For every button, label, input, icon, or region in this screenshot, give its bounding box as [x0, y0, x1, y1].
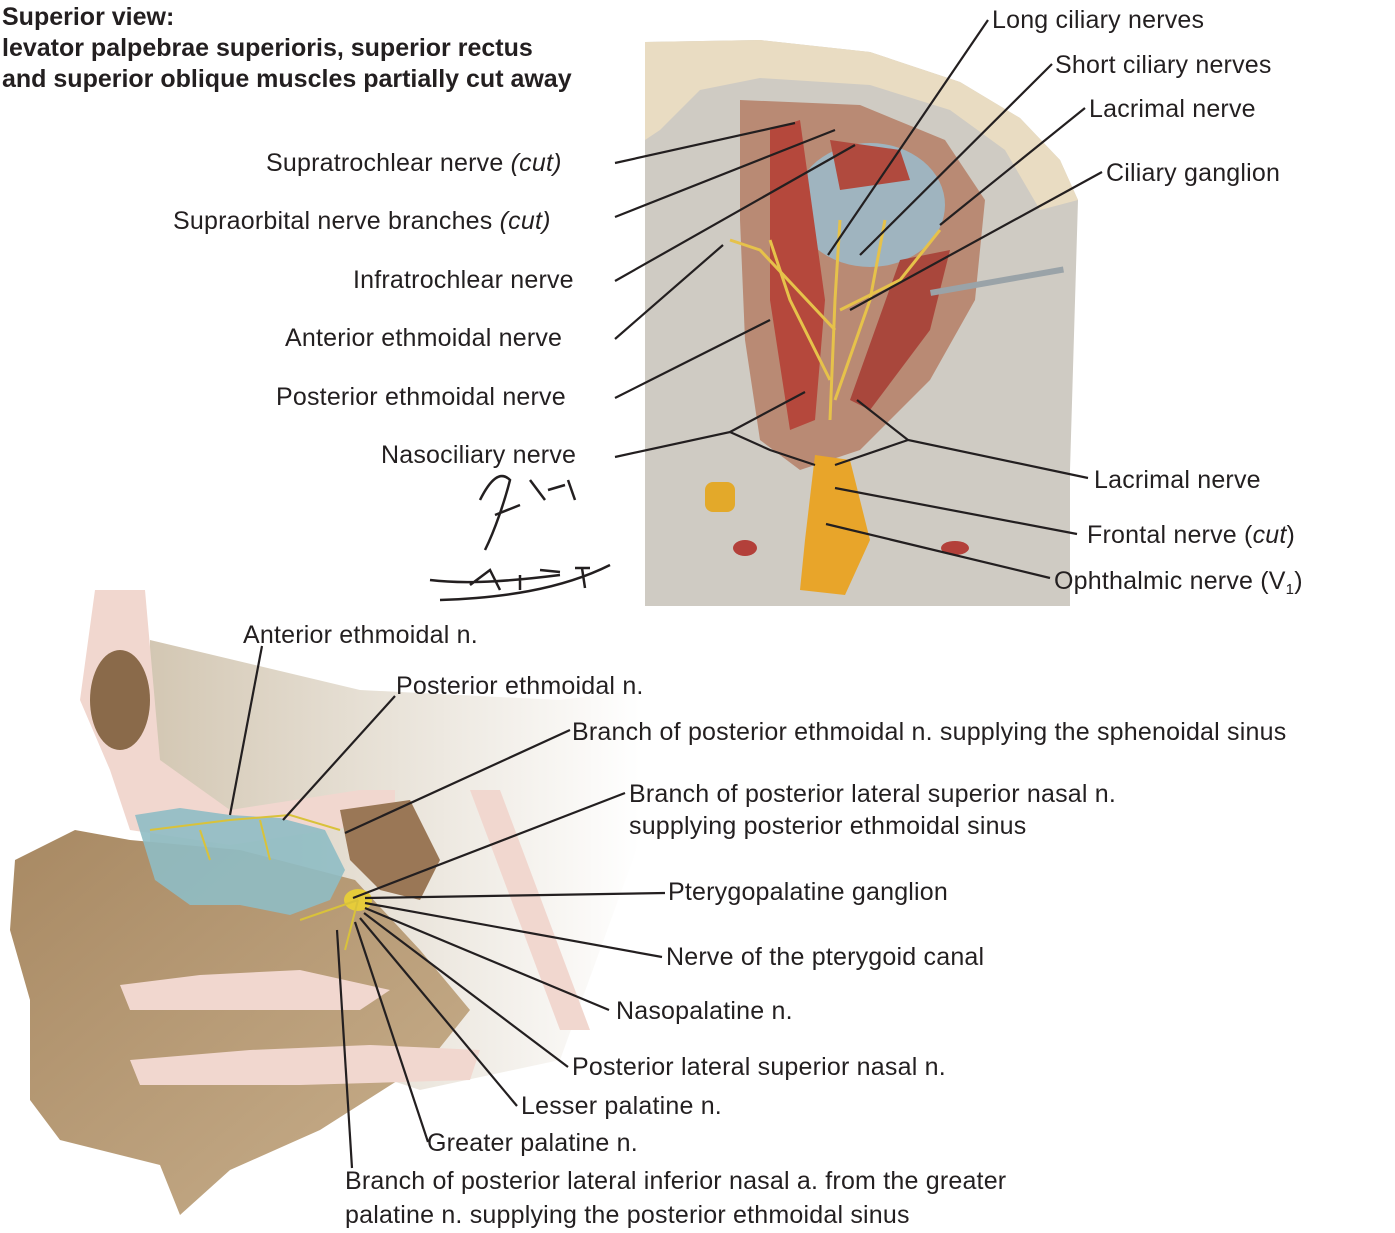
label-posterior-ethmoidal: Posterior ethmoidal nerve	[276, 383, 566, 411]
label-branch-inferior-1: Branch of posterior lateral inferior nas…	[345, 1167, 1007, 1195]
label-ophthalmic: Ophthalmic nerve (V1)	[1054, 567, 1303, 598]
middle-concha	[120, 970, 390, 1010]
frontal-sinus	[90, 650, 150, 750]
frontal-bone-section	[80, 590, 395, 845]
label-branch-post-lat-sup-2: supplying posterior ethmoidal sinus	[629, 812, 1027, 840]
label-lacrimal-bottom: Lacrimal nerve	[1094, 466, 1261, 494]
label-infratrochlear: Infratrochlear nerve	[353, 266, 574, 294]
label-anterior-ethmoidal-n: Anterior ethmoidal n.	[243, 621, 478, 649]
label-frontal: Frontal nerve (cut)	[1087, 521, 1296, 549]
label-nasopalatine: Nasopalatine n.	[616, 997, 793, 1025]
netter-signature	[478, 474, 577, 551]
levator-muscle	[770, 120, 825, 430]
swift-signature	[429, 563, 611, 602]
label-long-ciliary: Long ciliary nerves	[992, 6, 1205, 34]
nasal-illustration	[10, 590, 640, 1215]
label-posterior-ethmoidal-n: Posterior ethmoidal n.	[396, 672, 644, 700]
nasal-nerve-branches	[149, 813, 359, 951]
label-lesser-palatine: Lesser palatine n.	[521, 1092, 722, 1120]
lateral-rectus-muscle	[850, 250, 950, 410]
posterior-wall-section	[470, 790, 590, 1030]
label-pterygopalatine-ganglion: Pterygopalatine ganglion	[668, 878, 949, 906]
ethmoid-air-cells	[135, 808, 345, 915]
label-nasociliary: Nasociliary nerve	[381, 441, 577, 469]
cut-artery-1	[733, 540, 757, 556]
ophthalmic-nerve-trunk	[800, 455, 870, 595]
artist-signatures	[429, 474, 611, 602]
bony-canal-plug	[705, 482, 735, 512]
title-line-2: levator palpebrae superioris, superior r…	[2, 34, 533, 62]
label-post-lat-sup-nasal: Posterior lateral superior nasal n.	[572, 1053, 946, 1081]
superior-oblique-muscle	[830, 140, 910, 190]
label-short-ciliary: Short ciliary nerves	[1055, 51, 1272, 79]
label-branch-inferior-2: palatine n. supplying the posterior ethm…	[345, 1201, 910, 1229]
label-branch-sphenoidal: Branch of posterior ethmoidal n. supplyi…	[572, 718, 1287, 746]
retractor-instrument	[929, 266, 1064, 296]
label-lacrimal-top: Lacrimal nerve	[1089, 95, 1256, 123]
leader-lines	[228, 19, 1103, 1169]
label-greater-palatine: Greater palatine n.	[427, 1129, 638, 1157]
figure-title: Superior view: levator palpebrae superio…	[2, 2, 572, 95]
orbit-illustration	[645, 40, 1078, 606]
label-supratrochlear: Supratrochlear nerve (cut)	[266, 149, 562, 177]
label-pterygoid-canal: Nerve of the pterygoid canal	[666, 943, 985, 971]
title-line-1: Superior view:	[2, 3, 175, 31]
label-anterior-ethmoidal: Anterior ethmoidal nerve	[285, 324, 563, 352]
label-supraorbital: Supraorbital nerve branches (cut)	[173, 207, 551, 235]
lateral-nasal-wall	[10, 830, 470, 1215]
label-branch-post-lat-sup-1: Branch of posterior lateral superior nas…	[629, 780, 1117, 808]
inferior-concha	[130, 1045, 480, 1085]
title-line-3: and superior oblique muscles partially c…	[2, 65, 572, 93]
cut-artery-2	[941, 541, 969, 555]
label-ciliary-ganglion: Ciliary ganglion	[1106, 159, 1281, 187]
